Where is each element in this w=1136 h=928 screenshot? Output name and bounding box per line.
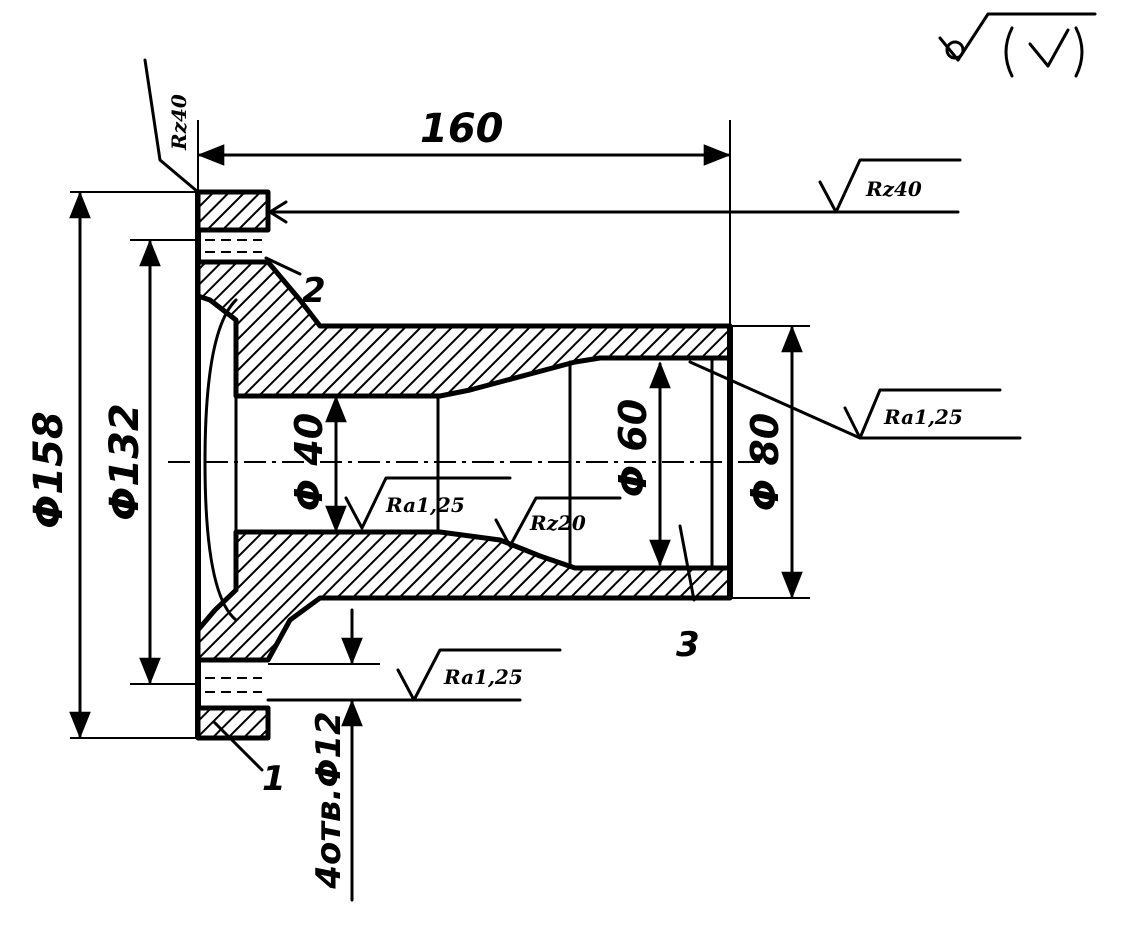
roughness-bore-right: Ra1,25 bbox=[688, 360, 1022, 440]
top-flange-section bbox=[195, 189, 271, 233]
rough-holes-text: Ra1,25 bbox=[443, 665, 523, 689]
dim-160: 160 bbox=[420, 106, 504, 152]
dim-holes: 4отв.Φ12 bbox=[309, 711, 349, 889]
roughness-flange-face: Rz40 bbox=[268, 158, 962, 224]
roughness-holes: Ra1,25 bbox=[266, 648, 562, 702]
callout-1: 1 bbox=[212, 720, 286, 799]
roughness-left-face: Rz40 bbox=[143, 58, 200, 194]
roughness-general-symbol bbox=[938, 12, 1097, 78]
dim-80: Φ 80 bbox=[743, 413, 787, 511]
bottom-flange-section bbox=[195, 705, 271, 741]
rough-flange-text: Rz40 bbox=[865, 177, 922, 201]
roughness-bore-40: Ra1,25 bbox=[344, 476, 512, 530]
rough-taper-text: Rz20 bbox=[529, 511, 586, 535]
bottom-body-section bbox=[195, 529, 733, 663]
rough-bore-40-text: Ra1,25 bbox=[385, 493, 465, 517]
callout-3: 3 bbox=[676, 524, 700, 665]
callout-2: 2 bbox=[264, 256, 326, 311]
dim-60: Φ 60 bbox=[611, 399, 655, 497]
callout-3-text: 3 bbox=[676, 625, 700, 665]
callout-1-text: 1 bbox=[262, 759, 286, 799]
callout-2-text: 2 bbox=[302, 271, 326, 311]
inner-recess-arc bbox=[203, 298, 238, 622]
top-body-section bbox=[195, 259, 733, 399]
rough-bore-right-text: Ra1,25 bbox=[883, 405, 963, 429]
roughness-taper: Rz20 bbox=[494, 496, 622, 548]
dim-132: Φ132 bbox=[102, 403, 148, 521]
rough-left-face-text: Rz40 bbox=[167, 94, 191, 151]
dim-158: Φ158 bbox=[26, 411, 72, 529]
dim-40: Φ 40 bbox=[287, 413, 331, 511]
